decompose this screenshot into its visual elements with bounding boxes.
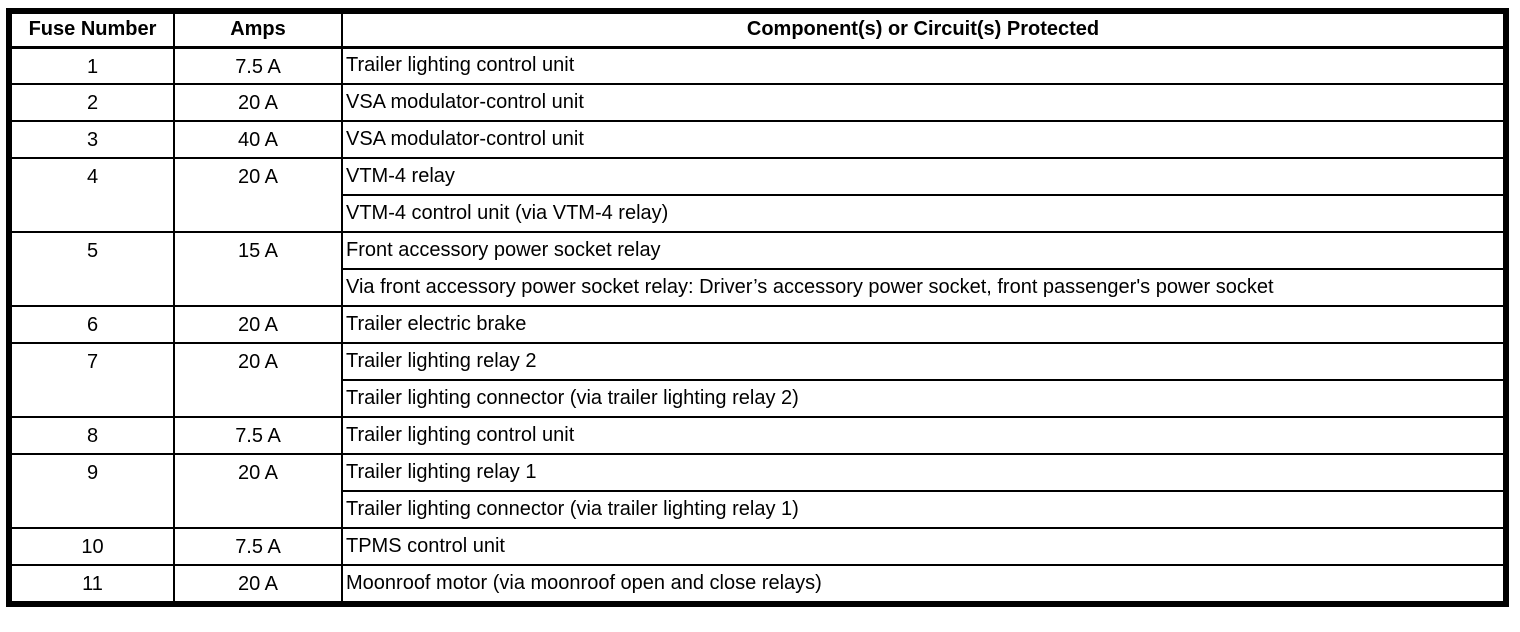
amps-cell: 20 A xyxy=(173,564,343,603)
component-cell: Trailer lighting connector (via trailer … xyxy=(341,379,1505,418)
amps-cell: 15 A xyxy=(173,231,343,307)
component-cell: Trailer lighting relay 1 xyxy=(341,453,1505,492)
fuse-number-cell: 8 xyxy=(10,416,175,455)
fuse-number-cell: 6 xyxy=(10,305,175,344)
fuse-number-cell: 11 xyxy=(10,564,175,603)
component-cell: VSA modulator-control unit xyxy=(341,120,1505,159)
component-cell: TPMS control unit xyxy=(341,527,1505,566)
amps-cell: 7.5 A xyxy=(173,527,343,566)
component-cell: Trailer electric brake xyxy=(341,305,1505,344)
table-row: Via front accessory power socket relay: … xyxy=(11,268,1505,307)
amps-cell: 20 A xyxy=(173,342,343,418)
component-cell: VTM-4 relay xyxy=(341,157,1505,196)
header-row: Fuse Number Amps Component(s) or Circuit… xyxy=(10,12,1505,49)
fuse-number-cell: 4 xyxy=(10,157,175,233)
component-cell: VSA modulator-control unit xyxy=(341,83,1505,122)
amps-cell: 20 A xyxy=(173,453,343,529)
fuse-number-cell: 1 xyxy=(10,46,175,85)
amps-cell: 40 A xyxy=(173,120,343,159)
component-cell: Via front accessory power socket relay: … xyxy=(341,268,1505,307)
column-header-amps: Amps xyxy=(173,12,343,49)
component-cell: Trailer lighting control unit xyxy=(341,46,1505,85)
fuse-number-cell: 10 xyxy=(10,527,175,566)
fuse-number-cell: 2 xyxy=(10,83,175,122)
fuse-number-cell: 3 xyxy=(10,120,175,159)
table-row: VTM-4 control unit (via VTM-4 relay) xyxy=(11,194,1505,233)
amps-cell: 20 A xyxy=(173,157,343,233)
component-cell: VTM-4 control unit (via VTM-4 relay) xyxy=(341,194,1505,233)
amps-cell: 7.5 A xyxy=(173,416,343,455)
column-header-components: Component(s) or Circuit(s) Protected xyxy=(341,12,1505,49)
component-cell: Trailer lighting control unit xyxy=(341,416,1505,455)
amps-cell: 7.5 A xyxy=(173,46,343,85)
amps-cell: 20 A xyxy=(173,305,343,344)
table-row: Trailer lighting connector (via trailer … xyxy=(11,379,1505,418)
table-row: Trailer lighting connector (via trailer … xyxy=(11,490,1505,529)
component-cell: Front accessory power socket relay xyxy=(341,231,1505,270)
component-cell: Moonroof motor (via moonroof open and cl… xyxy=(341,564,1505,603)
fuse-table: Fuse Number Amps Component(s) or Circuit… xyxy=(6,8,1509,607)
amps-cell: 20 A xyxy=(173,83,343,122)
column-header-fuse-number: Fuse Number xyxy=(10,12,175,49)
component-cell: Trailer lighting connector (via trailer … xyxy=(341,490,1505,529)
fuse-number-cell: 9 xyxy=(10,453,175,529)
component-cell: Trailer lighting relay 2 xyxy=(341,342,1505,381)
fuse-number-cell: 7 xyxy=(10,342,175,418)
fuse-number-cell: 5 xyxy=(10,231,175,307)
